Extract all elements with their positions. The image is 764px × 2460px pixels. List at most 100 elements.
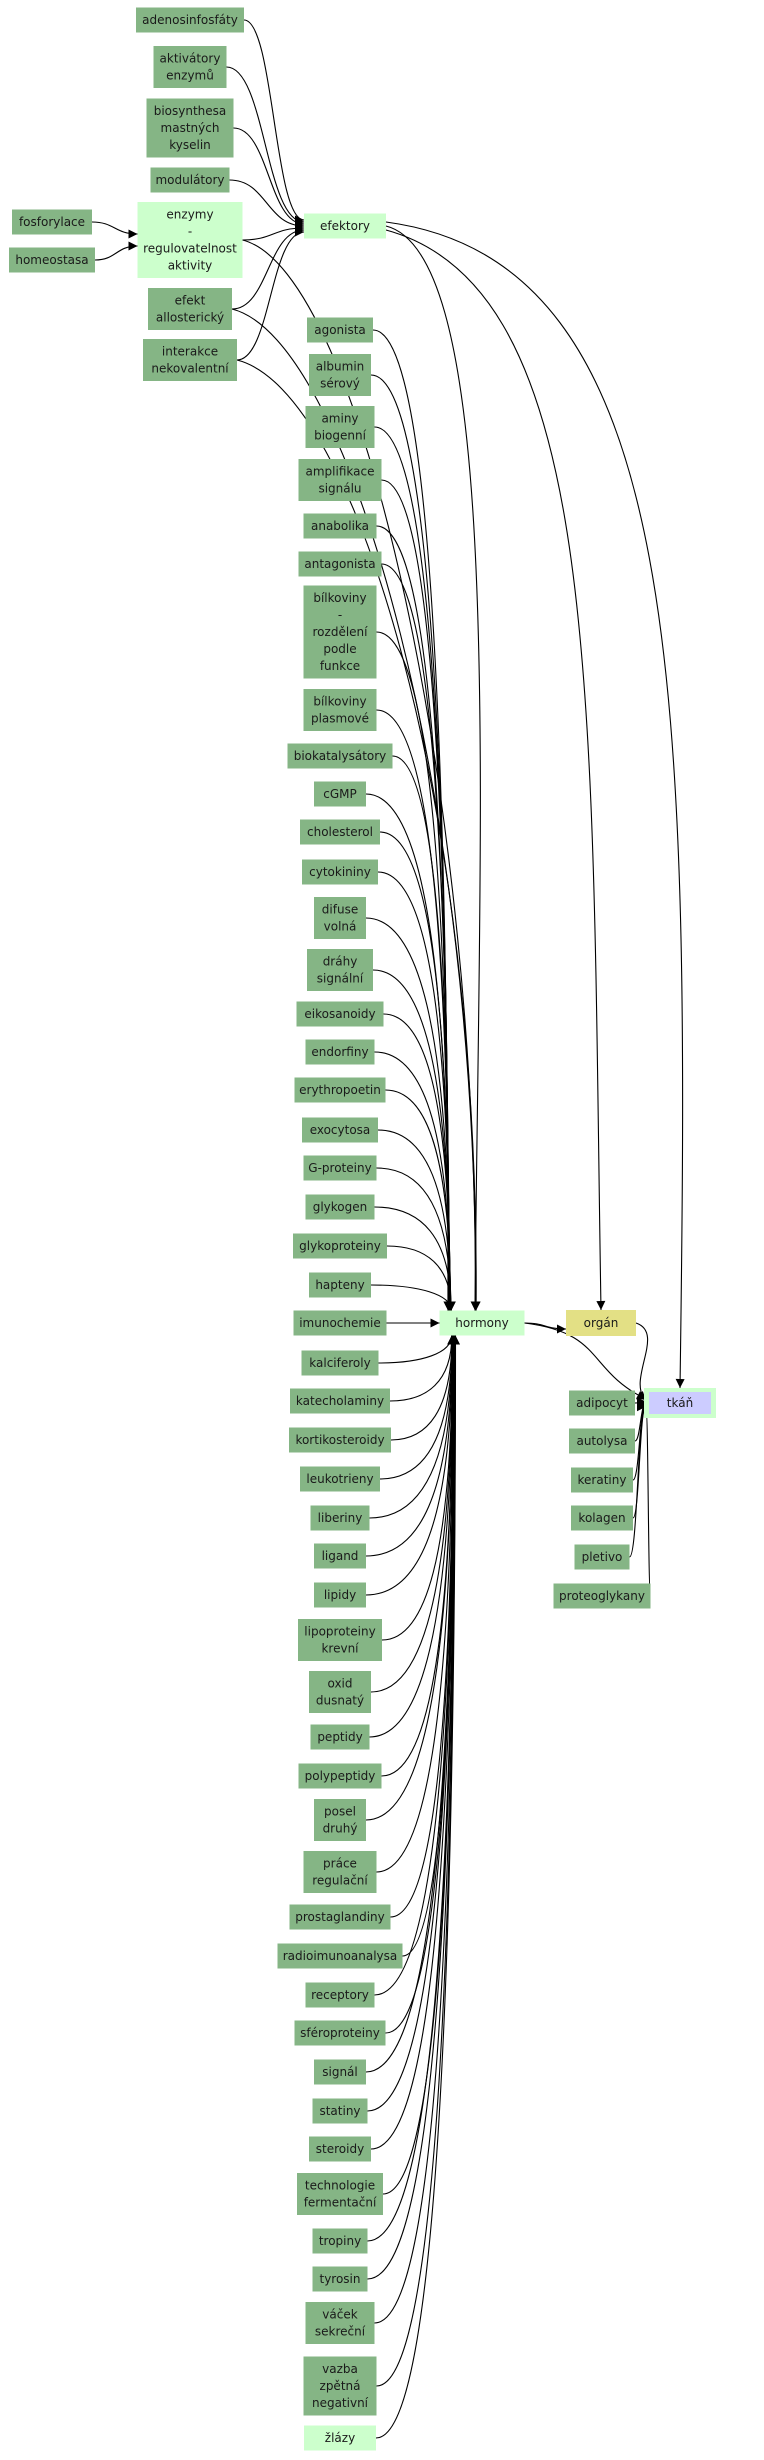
edge-kolagen-to-tkan — [632, 1401, 647, 1519]
node-box — [287, 743, 393, 769]
node-label: glykoproteiny — [299, 1239, 381, 1253]
node-box — [9, 247, 95, 273]
node-label: dráhy — [323, 955, 358, 969]
node-erythropoetin: erythropoetin — [294, 1077, 386, 1103]
node-box — [293, 1310, 387, 1336]
node-label: nekovalentní — [151, 362, 229, 376]
node-glykogen: glykogen — [305, 1194, 375, 1220]
node-label: kolagen — [578, 1511, 625, 1525]
node-label: imunochemie — [299, 1316, 381, 1330]
node-label: tropiny — [319, 2234, 361, 2248]
node-polypeptidy: polypeptidy — [298, 1763, 382, 1789]
node-box — [305, 1194, 375, 1220]
node-box — [298, 551, 382, 577]
edge-gproteiny-to-hormony — [376, 1167, 456, 1311]
node-label: G-proteiny — [308, 1161, 371, 1175]
node-box — [290, 1388, 390, 1414]
node-efektory: efektory — [304, 213, 386, 239]
node-label: fermentační — [304, 2196, 377, 2210]
node-box — [309, 354, 371, 396]
edge-biosynthesa-to-efektory — [233, 127, 305, 229]
node-label: podle — [323, 642, 356, 656]
node-exocytosa: exocytosa — [302, 1117, 378, 1143]
node-box — [300, 1466, 380, 1492]
node-zlazy: žlázy — [304, 2425, 376, 2451]
node-box — [571, 1467, 633, 1493]
edge-ligand-to-hormony — [365, 1335, 457, 1557]
node-box — [289, 1904, 391, 1930]
node-label: adenosinfosfáty — [142, 13, 238, 27]
node-keratiny: keratiny — [571, 1467, 633, 1493]
node-label: efekt — [175, 294, 206, 308]
node-label: ligand — [322, 1549, 359, 1563]
edge-hapteny-to-hormony — [370, 1284, 456, 1311]
node-box — [312, 2266, 368, 2292]
edge-drahy-to-hormony — [372, 969, 455, 1311]
node-label: biogenní — [314, 429, 367, 443]
node-label: difuse — [322, 903, 358, 917]
node-tyrosin: tyrosin — [312, 2266, 368, 2292]
node-box — [309, 1671, 371, 1713]
node-label: keratiny — [578, 1473, 627, 1487]
node-box — [150, 167, 230, 193]
edge-endorfiny-to-hormony — [374, 1051, 455, 1311]
node-steroproteiny: sféroproteiny — [294, 2020, 386, 2046]
node-label: antagonista — [304, 557, 375, 571]
node-label: signál — [322, 2065, 358, 2079]
node-tropiny: tropiny — [312, 2228, 368, 2254]
node-label: leukotrieny — [306, 1472, 373, 1486]
node-homeostasa: homeostasa — [9, 247, 95, 273]
node-cytokininy: cytokininy — [302, 859, 378, 885]
node-box — [302, 859, 378, 885]
node-box — [553, 1583, 651, 1609]
edge-cytokininy-to-hormony — [377, 871, 455, 1311]
node-label: zpětná — [320, 2379, 361, 2393]
node-label: cytokininy — [309, 865, 371, 879]
node-box — [277, 1943, 403, 1969]
node-box — [571, 1505, 633, 1531]
node-label: biosynthesa — [154, 104, 227, 118]
edge-erythropoetin-to-hormony — [385, 1089, 456, 1311]
node-kalciferoly: kalciferoly — [301, 1350, 379, 1376]
node-label: funkce — [320, 659, 360, 673]
node-box — [309, 2136, 371, 2162]
node-box — [304, 213, 386, 239]
edge-liberiny-to-hormony — [369, 1335, 457, 1519]
node-box — [298, 1763, 382, 1789]
node-label: endorfiny — [311, 1045, 368, 1059]
node-label: allosterický — [156, 311, 224, 325]
node-label: polypeptidy — [305, 1769, 376, 1783]
node-label: váček — [322, 2308, 357, 2322]
edge-modulatory-to-efektory — [229, 179, 305, 231]
node-adipocyt: adipocyt — [569, 1390, 635, 1416]
node-label: signální — [317, 972, 364, 986]
node-box — [314, 1799, 366, 1841]
node-label: biokatalysátory — [294, 749, 387, 763]
node-label: lipidy — [324, 1588, 356, 1602]
node-box — [303, 1155, 377, 1181]
node-box — [300, 819, 380, 845]
edge-homeostasa-to-enzymy — [94, 241, 138, 261]
edge-efektory-to-hormony — [385, 225, 481, 1311]
node-label: druhý — [323, 1822, 358, 1836]
node-label: dusnatý — [316, 1694, 364, 1708]
node-gproteiny: G-proteiny — [303, 1155, 377, 1181]
node-autolysa: autolysa — [569, 1428, 635, 1454]
node-label: kyselin — [169, 138, 211, 152]
node-label: aktivátory — [160, 52, 221, 66]
node-label: fosforylace — [19, 215, 85, 229]
edge-posel-to-hormony — [365, 1335, 458, 1821]
node-label: adipocyt — [576, 1396, 628, 1410]
node-label: tyrosin — [319, 2272, 360, 2286]
node-label: bílkoviny — [313, 695, 366, 709]
node-label: regulační — [312, 1874, 368, 1888]
node-box — [566, 1310, 636, 1336]
node-ligand: ligand — [314, 1543, 366, 1569]
node-antagonista: antagonista — [298, 551, 382, 577]
node-box — [303, 585, 377, 679]
node-eikosanoidy: eikosanoidy — [296, 1001, 384, 1027]
node-drahy: dráhy signální — [307, 949, 373, 991]
node-label: orgán — [584, 1316, 619, 1330]
node-box — [314, 781, 366, 807]
